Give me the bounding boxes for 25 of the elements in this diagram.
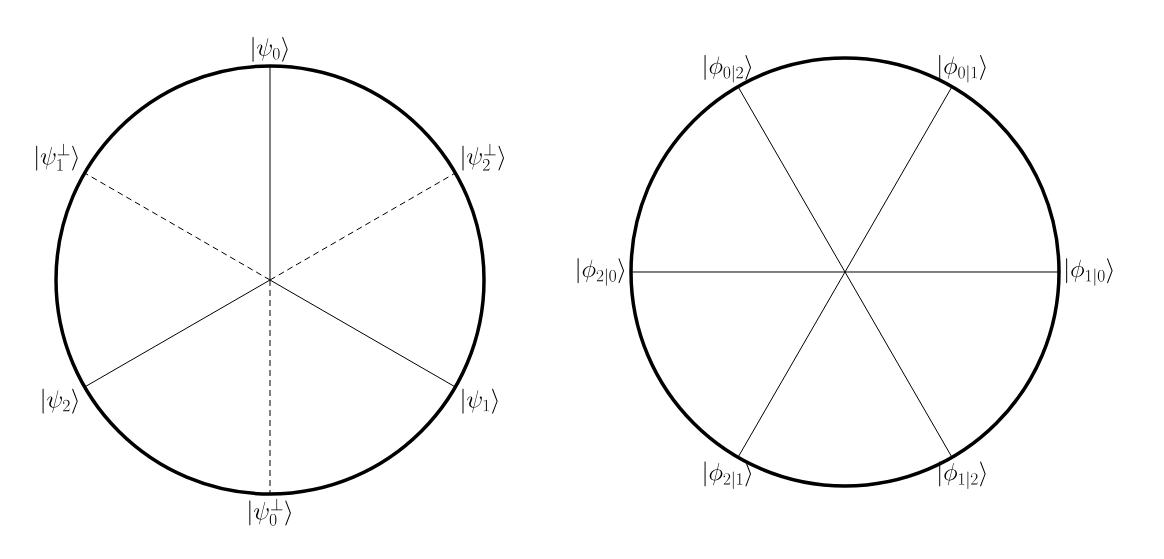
radius-line <box>844 271 1060 273</box>
circle-outline <box>629 56 1061 488</box>
radius-line <box>737 271 846 458</box>
state-label: $|\phi_{1|0}\rangle$ <box>1066 258 1113 286</box>
state-label: $|\phi_{1|2}\rangle$ <box>939 461 986 489</box>
radius-line <box>269 279 271 495</box>
state-label: $|\psi_1\rangle$ <box>462 388 498 414</box>
state-label: $|\phi_{0|2}\rangle$ <box>704 55 751 83</box>
radius-line <box>737 86 846 273</box>
radius-line <box>844 86 953 273</box>
radius-line <box>269 172 456 281</box>
state-label: $|\psi_2^\perp\rangle$ <box>462 143 505 171</box>
radius-line <box>269 65 271 281</box>
radius-line <box>84 279 271 388</box>
state-label: $|\psi_2\rangle$ <box>42 388 78 414</box>
state-label: $|\psi_1^\perp\rangle$ <box>36 143 78 171</box>
radius-line <box>630 271 846 273</box>
radius-line <box>269 279 456 388</box>
state-label: $|\phi_{2|1}\rangle$ <box>704 461 751 489</box>
state-label: $|\psi_0\rangle$ <box>252 36 288 62</box>
state-label: $|\phi_{0|1}\rangle$ <box>939 55 986 83</box>
radius-line <box>84 172 271 281</box>
state-label: $|\psi_0^\perp\rangle$ <box>249 498 291 526</box>
radius-line <box>844 271 953 458</box>
state-label: $|\phi_{2|0}\rangle$ <box>577 258 625 286</box>
